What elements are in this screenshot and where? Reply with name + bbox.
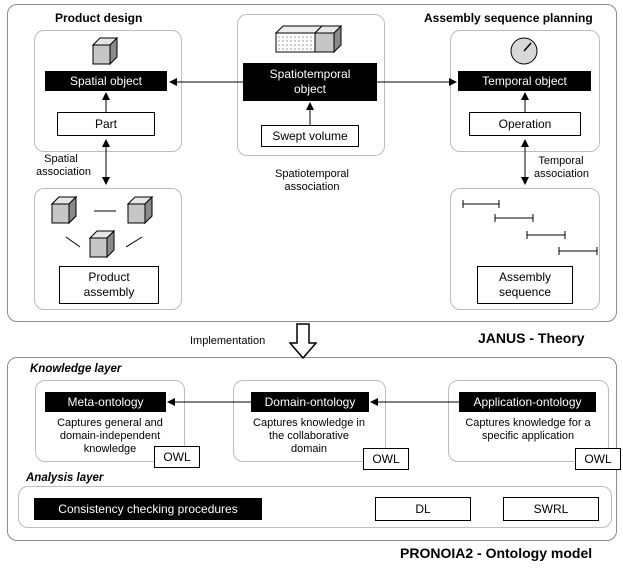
application-ontology-desc: Captures knowledge for a specific applic… (465, 417, 591, 442)
meta-owl-badge: OWL (154, 446, 200, 468)
assembly-sequence-box: Assembly sequence (477, 266, 573, 304)
domain-ontology-desc: Captures knowledge in the collaborative … (253, 417, 365, 455)
clock-icon (510, 37, 538, 65)
implementation-label: Implementation (190, 335, 266, 347)
spatial-association-label: Spatial association (36, 153, 92, 178)
domain-ontology-box: Domain-ontology (251, 392, 369, 412)
assembly-cubes-icon (50, 195, 153, 258)
product-assembly-box: Product assembly (59, 266, 159, 304)
consistency-checking-box: Consistency checking procedures (34, 498, 262, 520)
swept-cube-icon (274, 24, 342, 54)
knowledge-layer-title: Knowledge layer (30, 363, 122, 375)
application-ontology-box: Application-ontology (459, 392, 596, 412)
operation-box: Operation (469, 112, 581, 136)
spatial-object-box: Spatial object (45, 71, 167, 91)
part-box: Part (57, 112, 155, 136)
meta-ontology-box: Meta-ontology (45, 392, 166, 412)
application-owl-badge: OWL (575, 448, 621, 470)
spatiotemporal-object-box: Spatiotemporal object (243, 63, 377, 101)
cube-icon (91, 36, 119, 66)
spatiotemporal-association-label: Spatiotemporal association (275, 168, 349, 193)
analysis-layer-title: Analysis layer (26, 472, 104, 484)
swept-volume-box: Swept volume (261, 125, 359, 147)
temporal-object-box: Temporal object (458, 71, 591, 91)
gantt-icon (462, 200, 598, 255)
pronoia-caption: PRONOIA2 - Ontology model (400, 545, 593, 561)
dl-box: DL (375, 497, 471, 521)
swrl-box: SWRL (503, 497, 599, 521)
temporal-association-label: Temporal association (534, 155, 590, 180)
janus-theory-caption: JANUS - Theory (478, 330, 585, 346)
meta-ontology-desc: Captures general and domain-independent … (57, 417, 163, 455)
product-design-title: Product design (55, 11, 143, 25)
asp-title: Assembly sequence planning (424, 11, 593, 25)
domain-owl-badge: OWL (363, 448, 409, 470)
down-arrow-icon (289, 323, 317, 359)
